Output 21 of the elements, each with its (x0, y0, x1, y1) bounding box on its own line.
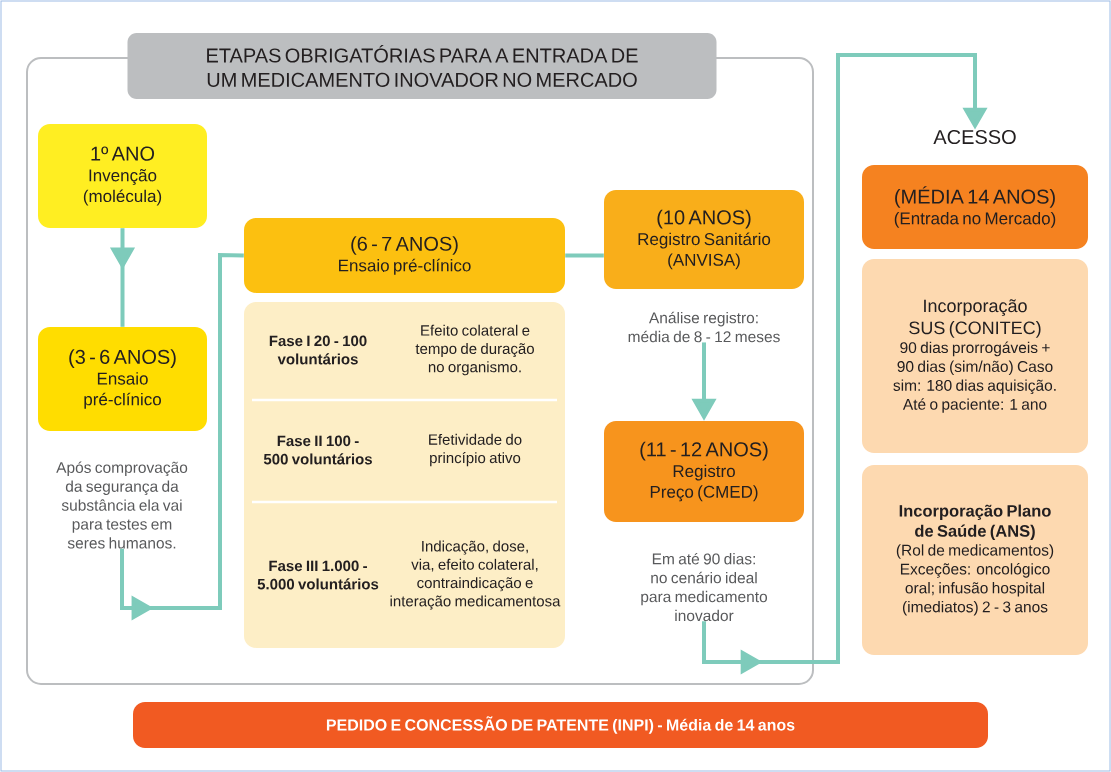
phase-description: Efetividade do princípio ativo (429, 433, 522, 467)
note-text: Após comprovação da segurança da substância ela vai para testes em seres humanos. (56, 461, 188, 549)
section-heading: ACESSO (933, 129, 1016, 145)
note-text: Em até 90 dias: no cenário ideal para medicamento inovador (641, 552, 768, 622)
phase-label: Fase III 1.000 - 5.000 voluntários (257, 560, 379, 590)
stage-box: (3 - 6 ANOS) Ensaio pré-clínico (38, 327, 207, 431)
phase-description: Efeito colateral e tempo de duração no organismo. (415, 324, 534, 376)
stage-box: (MÉDIA 14 ANOS) (Entrada no Mercado) (862, 165, 1088, 249)
note-text: Análise registro: média de 8 - 12 meses (628, 311, 780, 343)
heading-tab: ETAPAS OBRIGATÓRIAS PARA A ENTRADA DE UM MEDICAMENTO INOVADOR NO MERCADO (127, 33, 717, 99)
stage-box: (10 ANOS) Registro Sanitário (ANVISA) (604, 190, 804, 289)
connector-line (565, 253, 604, 258)
phase-label: Fase II 100 - 500 voluntários (263, 435, 372, 465)
stage-box: Incorporação SUS (CONITEC) 90 dias prorrogáveis + 90 dias (sim/não) Caso sim: 180 dias aquisição. Até o paciente: 1 ano (862, 259, 1088, 453)
stage-box: (11 - 12 ANOS) Registro Preço (CMED) (604, 421, 804, 522)
phase-label: Fase I 20 - 100 voluntários (269, 335, 367, 365)
patent-bar: PEDIDO E CONCESSÃO DE PATENTE (INPI) - Média de 14 anos (133, 702, 988, 748)
stage-box: (6 - 7 ANOS) Ensaio pré-clínico (244, 218, 565, 293)
stage-box: Incorporação Plano de Saúde (ANS) (Rol de medicamentos) Exceções: oncológico oral; infusão hospital (imediatos) 2 - 3 anos (862, 465, 1088, 655)
stage-box: 1º ANO Invenção (molécula) (38, 124, 207, 228)
phase-description: Indicação, dose, via, efeito colateral, contraindicação e interação medicamentosa (390, 540, 561, 610)
